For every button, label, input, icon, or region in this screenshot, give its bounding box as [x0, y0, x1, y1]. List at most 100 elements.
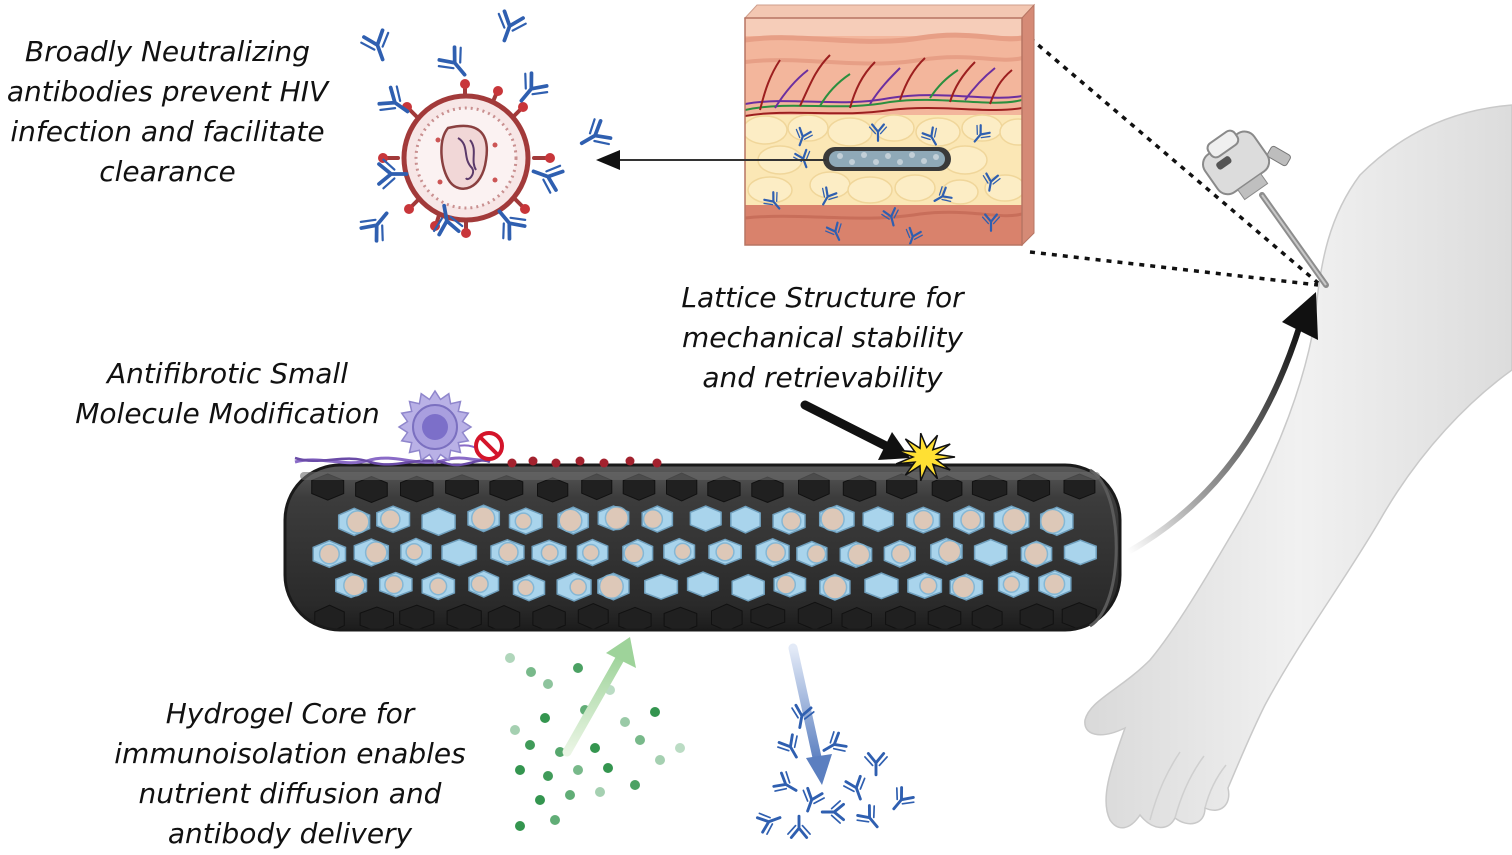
lattice-cell [842, 475, 877, 502]
lattice-cell [1017, 473, 1051, 502]
nutrient-dot [620, 717, 630, 727]
encapsulated-cell [1023, 541, 1049, 567]
lattice-cell [1063, 473, 1096, 500]
encapsulated-cell [847, 543, 871, 567]
lattice-cell [446, 603, 482, 630]
lattice-cell [1019, 603, 1054, 630]
encapsulated-cell [405, 542, 424, 561]
antifibrotic-modification [294, 444, 662, 468]
nutrient-dot [526, 667, 536, 677]
lattice-cell [731, 573, 765, 602]
encapsulated-cell [673, 542, 692, 561]
encapsulated-cell [318, 543, 340, 565]
lattice-arrow [800, 400, 910, 460]
nutrient-dot [675, 743, 685, 753]
released-antibodies [754, 703, 918, 839]
lattice-cell [862, 506, 894, 533]
encapsulated-cell [806, 544, 827, 564]
nutrient-dot [595, 787, 605, 797]
nutrient-dot [543, 679, 553, 689]
lattice-cell [441, 538, 478, 567]
nutrient-dots [505, 653, 685, 831]
lattice-cell [1063, 539, 1097, 566]
bnab-label: Broadly Neutralizing antibodies prevent … [6, 35, 329, 188]
nutrient-dot [543, 771, 553, 781]
antibody-release-arrow [788, 643, 832, 785]
zoom-lines [1028, 36, 1320, 287]
encapsulated-cell [379, 508, 401, 530]
lattice-cell [711, 603, 743, 630]
hiv-virion-icon [378, 79, 555, 238]
hydrogel-label: Hydrogel Core for immunoisolation enable… [114, 697, 466, 850]
lattice-cell [885, 605, 916, 630]
encapsulated-cell [514, 512, 533, 531]
lattice-cell [663, 606, 698, 630]
encapsulated-cell [1043, 573, 1066, 596]
encapsulated-cell [470, 506, 496, 531]
lattice-cell [311, 473, 345, 501]
encapsulated-cell [765, 542, 787, 563]
lattice-cell [487, 605, 521, 630]
nutrient-dot [525, 740, 535, 750]
encapsulated-cell [623, 542, 645, 564]
lattice-cell [644, 573, 679, 600]
encapsulated-cell [364, 541, 388, 564]
lattice-cell [841, 607, 872, 630]
lattice-cell [750, 603, 786, 629]
lattice-cell [686, 571, 720, 598]
lattice-cell [314, 604, 345, 630]
lattice-cell [399, 604, 435, 630]
encapsulated-cell [937, 539, 962, 564]
encapsulated-cell [384, 574, 404, 595]
nutrient-dot [635, 735, 645, 745]
nutrient-dot [510, 725, 520, 735]
lattice-cell [532, 604, 566, 630]
nutrient-dot [535, 795, 545, 805]
encapsulated-cell [516, 579, 535, 597]
lattice-cell [618, 606, 652, 630]
nutrient-arrow [562, 637, 636, 757]
encapsulated-cell [581, 543, 600, 562]
implant-to-arm-arrow [1125, 292, 1318, 555]
starburst-icon [895, 432, 956, 482]
nutrient-dot [565, 790, 575, 800]
encapsulated-cell [558, 508, 583, 533]
encapsulated-cell [569, 578, 588, 596]
encapsulated-cell [1002, 575, 1021, 594]
lattice-cell [400, 475, 434, 503]
encapsulated-cell [960, 509, 982, 531]
encapsulated-cell [775, 574, 797, 595]
hydrogel-core [311, 472, 1097, 630]
encapsulated-cell [715, 542, 735, 562]
encapsulated-cell [781, 510, 802, 532]
arm-silhouette [1084, 104, 1512, 829]
nutrient-dot [515, 821, 525, 831]
lattice-cell [421, 507, 456, 537]
lattice-cell [973, 538, 1008, 567]
nutrient-dot [505, 653, 515, 663]
lattice-cell [581, 473, 613, 501]
lattice-cell [730, 505, 761, 534]
encapsulated-cell [429, 577, 448, 596]
lattice-cell [886, 473, 918, 500]
lattice-cell [689, 505, 722, 532]
lattice-cell [751, 476, 784, 503]
skin-cross-section [743, 3, 1036, 247]
encapsulated-cell [470, 574, 489, 594]
trocar-injector-icon [1202, 129, 1329, 288]
lattice-cell [445, 474, 479, 500]
encapsulated-cell [346, 510, 370, 534]
nutrient-dot [655, 755, 665, 765]
encapsulated-cell [1001, 507, 1027, 533]
encapsulated-cell [642, 508, 664, 530]
encapsulated-cell [820, 506, 845, 532]
nutrient-dot [650, 707, 660, 717]
nutrient-dot [515, 765, 525, 775]
encapsulated-cell [604, 505, 629, 531]
encapsulated-cell [498, 541, 519, 563]
nutrient-dot [630, 780, 640, 790]
nutrient-dot [573, 765, 583, 775]
lattice-cell [931, 475, 963, 502]
encapsulated-cell [919, 576, 938, 595]
